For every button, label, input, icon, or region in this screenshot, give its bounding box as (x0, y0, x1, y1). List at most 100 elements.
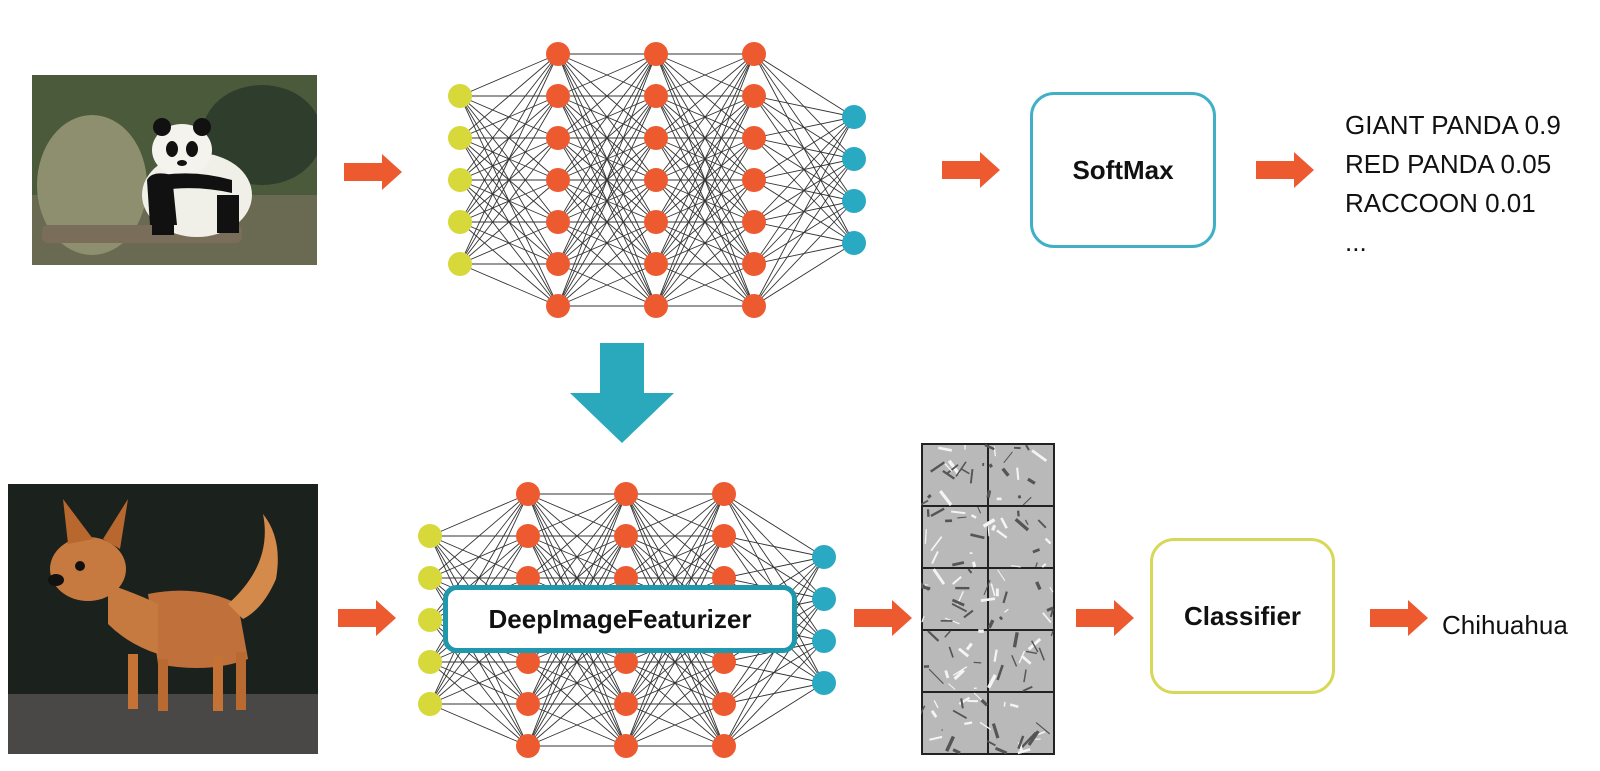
filter-texture (1003, 701, 1006, 707)
filter-texture (951, 598, 965, 607)
filter-texture (948, 683, 956, 691)
filter-texture (969, 469, 974, 484)
network-connection (655, 53, 755, 307)
network-connection (753, 116, 855, 139)
hidden-node (742, 42, 766, 66)
filter-texture (1027, 730, 1040, 746)
filter-texture (1000, 517, 1008, 529)
hidden-node (546, 294, 570, 318)
network-connection (557, 53, 657, 307)
hidden-node (712, 524, 736, 548)
filter-texture (1046, 606, 1054, 612)
transfer-arrow-down-icon (570, 343, 674, 443)
filter-texture (987, 619, 995, 629)
hidden-node (516, 692, 540, 716)
filter-texture (1017, 495, 1022, 499)
filter-texture (1044, 537, 1052, 545)
filter-texture (1035, 562, 1038, 568)
input-node (418, 608, 442, 632)
filter-texture (944, 630, 951, 638)
filter-tile (923, 631, 987, 691)
filter-texture (1017, 748, 1031, 755)
network-connection (459, 179, 559, 265)
network-connection (753, 158, 855, 307)
filter-texture (938, 446, 953, 452)
filter-texture (945, 735, 956, 752)
network-connection (429, 661, 529, 705)
filter-texture (1003, 451, 1013, 464)
filter-texture (970, 514, 977, 519)
filter-texture (1011, 654, 1018, 667)
hidden-node (614, 524, 638, 548)
filter-texture (970, 533, 985, 540)
hidden-node (516, 734, 540, 758)
filter-texture (988, 463, 994, 469)
hidden-node (742, 210, 766, 234)
network-connection (753, 116, 855, 223)
filter-texture (952, 709, 968, 719)
hidden-node (712, 566, 736, 590)
filter-texture (952, 666, 968, 676)
filter-texture (973, 661, 982, 664)
filter-texture (1038, 647, 1045, 661)
network-connection (655, 95, 755, 307)
arrow-right-icon (942, 152, 1000, 188)
network-connection (557, 263, 657, 307)
chihuahua-photo (8, 484, 318, 754)
filter-texture (927, 630, 940, 642)
filter-texture (944, 463, 953, 472)
hidden-node (546, 84, 570, 108)
filter-texture (984, 443, 995, 451)
network-connection (625, 493, 725, 537)
filter-texture (957, 516, 967, 519)
prediction-item: ... (1345, 227, 1367, 257)
filter-texture (1025, 444, 1030, 451)
filter-tile (923, 693, 987, 753)
prediction-item: GIANT PANDA 0.9 (1345, 110, 1561, 140)
network-connection (753, 95, 855, 118)
filter-texture (967, 568, 973, 574)
arrow-right-icon (1076, 600, 1134, 636)
filter-texture (958, 647, 970, 658)
network-connection (723, 640, 825, 747)
hidden-node (644, 168, 668, 192)
filter-texture (961, 468, 970, 475)
network-connection (723, 682, 825, 747)
network-connection (753, 242, 855, 307)
network-connection (655, 53, 755, 139)
filter-tile (989, 445, 1053, 505)
network-connection (655, 263, 755, 307)
filter-texture (1002, 591, 1008, 604)
hidden-node (644, 252, 668, 276)
hidden-node (546, 42, 570, 66)
classifier-box: Classifier (1150, 538, 1335, 694)
network-connection (557, 53, 657, 139)
output-node (812, 671, 836, 695)
filter-texture (1027, 477, 1036, 485)
network-connection (625, 703, 725, 747)
filter-texture (930, 461, 946, 473)
network-connection (557, 53, 657, 265)
filter-texture (1049, 586, 1054, 593)
filter-texture (964, 721, 973, 726)
filter-texture (991, 723, 1000, 739)
filter-texture (998, 615, 1004, 621)
filter-texture (1035, 581, 1042, 591)
filter-texture (944, 670, 950, 679)
filter-texture (933, 700, 939, 709)
network-connection (723, 598, 825, 747)
network-connection (459, 53, 559, 223)
network-connection (655, 53, 755, 265)
hidden-node (546, 168, 570, 192)
network-connection (753, 116, 855, 307)
filter-texture (965, 642, 973, 651)
filter-texture (921, 705, 926, 715)
hidden-node (712, 482, 736, 506)
filter-texture (996, 529, 1008, 539)
output-node (842, 231, 866, 255)
hidden-node (516, 482, 540, 506)
network-connection (527, 661, 627, 747)
filter-texture (955, 461, 967, 477)
filter-texture (1031, 449, 1048, 462)
filter-tile (989, 631, 1053, 691)
